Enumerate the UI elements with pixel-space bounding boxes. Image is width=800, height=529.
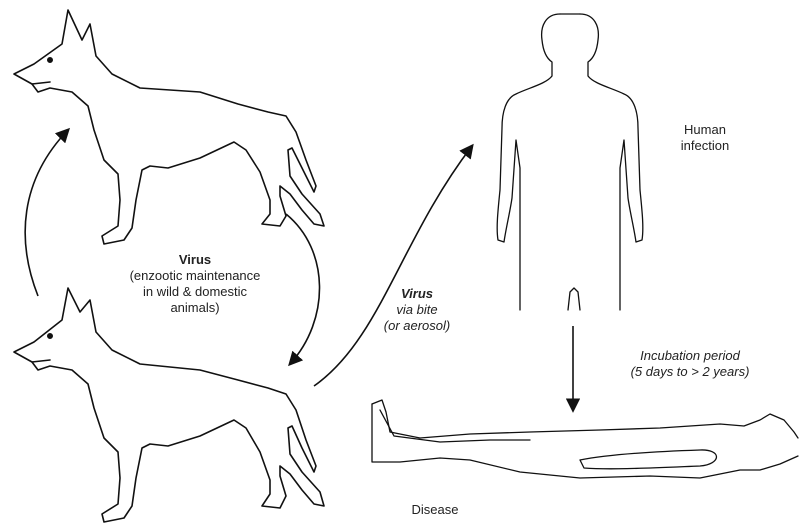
human-standing-icon (497, 14, 643, 310)
transmission-title: Virus (372, 286, 462, 302)
virus-cycle-line1: (enzootic maintenance (95, 268, 295, 284)
virus-cycle-title: Virus (95, 252, 295, 268)
virus-cycle-label: Virus (enzootic maintenance in wild & do… (95, 252, 295, 316)
transmission-line1: via bite (372, 302, 462, 318)
virus-cycle-line2: in wild & domestic (95, 284, 295, 300)
arrow-bottom-to-top-dog (25, 130, 68, 296)
dog-top-icon (14, 10, 324, 244)
human-infection-label: Human infection (660, 122, 750, 154)
arrow-dog-to-human (314, 146, 472, 386)
human-line1: Human (660, 122, 750, 138)
disease-label: Disease (390, 502, 480, 518)
dog-bottom-icon (14, 288, 324, 522)
disease-text: Disease (390, 502, 480, 518)
incubation-line1: Incubation period (600, 348, 780, 364)
transmission-label: Virus via bite (or aerosol) (372, 286, 462, 334)
human-lying-icon (372, 400, 798, 478)
human-line2: infection (660, 138, 750, 154)
virus-cycle-line3: animals) (95, 300, 295, 316)
incubation-line2: (5 days to > 2 years) (600, 364, 780, 380)
transmission-line2: (or aerosol) (372, 318, 462, 334)
incubation-label: Incubation period (5 days to > 2 years) (600, 348, 780, 380)
